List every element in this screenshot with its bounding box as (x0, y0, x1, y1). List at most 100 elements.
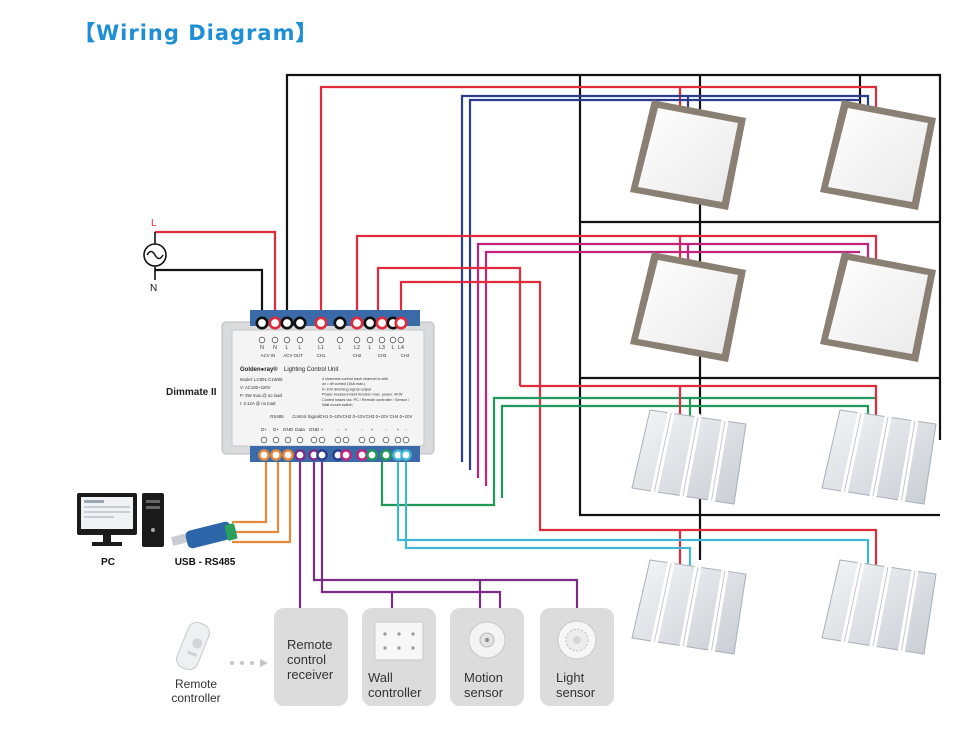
wire-purple-2 (312, 462, 579, 608)
bottom-terminal-label: D+ (273, 427, 279, 432)
bottom-terminal-label: GND (309, 427, 320, 432)
bottom-terminal-label: D+ (261, 427, 267, 432)
top-terminal-8 (363, 316, 377, 330)
feature-line: Wall mount switch (322, 403, 352, 407)
controller-spec-v: V: AC100~220V (240, 385, 271, 390)
wire-orange-1 (232, 462, 268, 524)
top-terminal-5 (314, 316, 328, 330)
light-label-1: Light (556, 670, 585, 685)
feature-line: 4 channels control each channel is with (322, 377, 388, 381)
receiver-label-3: receiver (287, 667, 334, 682)
controller-spec-i: I: 0.12A @ no load (240, 401, 276, 406)
controller-model: Model: LC801-C1W08 (240, 377, 283, 382)
bottom-terminal-label: - (361, 427, 363, 432)
wire-ch2-red (355, 234, 878, 322)
wall-label-1: Wall (368, 670, 393, 685)
wires-mains (155, 73, 942, 560)
flat-panel-light-1 (630, 100, 746, 210)
top-terminal-label: L3 (379, 345, 385, 351)
bottom-screw (342, 436, 350, 444)
top-terminal-9 (375, 316, 389, 330)
top-terminal-label: L (286, 345, 289, 351)
bottom-screw (318, 436, 326, 444)
top-terminal-label: L (339, 345, 342, 351)
usb-label: USB - RS485 (175, 557, 236, 568)
controller-spec-p: P: 8W max.@ no load (240, 393, 282, 398)
bottom-group-label: CH1 0~10V (320, 414, 343, 419)
feature-line: Control bases via: PC / Remote controlle… (322, 398, 410, 402)
bottom-screw (402, 436, 410, 444)
top-group-label: CH2 (353, 353, 362, 358)
remote-label-1: Remote (175, 677, 217, 691)
bottom-terminal-label: - (385, 427, 387, 432)
bottom-group-label: CH4 0~10V (390, 414, 413, 419)
wire-purple-3 (320, 462, 502, 608)
bottom-terminal-label: GND (283, 427, 294, 432)
input-device-light-sensor: Light sensor (540, 608, 614, 706)
bottom-terminal-8 (340, 449, 352, 461)
top-terminal-label: L (299, 345, 302, 351)
top-terminal-7 (350, 316, 364, 330)
top-screw (317, 336, 325, 344)
controller-name: Dimmate II (166, 387, 217, 398)
top-terminal-6 (333, 316, 347, 330)
bottom-terminal-label: - (337, 427, 339, 432)
bottom-terminal-10 (366, 449, 378, 461)
bottom-screw (284, 436, 292, 444)
page-title: 【Wiring Diagram】 (74, 21, 318, 45)
light-fixtures (630, 100, 937, 655)
label-neutral: N (150, 283, 157, 294)
top-terminal-label: L (392, 345, 395, 351)
wire-ch1-red (319, 85, 878, 322)
top-group-label: CH3 (378, 353, 387, 358)
pc-icon: PC (77, 493, 164, 568)
troffer-light-1 (631, 409, 747, 505)
bottom-screw (368, 436, 376, 444)
wire-magenta-3 (484, 250, 860, 486)
top-terminal-3 (280, 316, 294, 330)
bottom-terminals (258, 449, 412, 461)
top-screw (378, 336, 386, 344)
top-terminal-label: L1 (318, 345, 324, 351)
controller-features: 4 channels control each channel is witho… (322, 377, 410, 407)
top-terminals (255, 316, 408, 330)
arrow-icon (260, 659, 268, 667)
wire-source-l (155, 230, 277, 322)
troffer-light-4 (821, 559, 937, 655)
wall-label-2: controller (368, 685, 422, 700)
wire-navy-3 (468, 98, 860, 470)
input-device-wall-controller: Wall controller (362, 608, 436, 706)
wire-source-n (155, 268, 264, 322)
bottom-group-label: RS485 (270, 414, 284, 419)
feature-line: on / off control (16A max.) (322, 382, 366, 386)
motion-label-1: Motion (464, 670, 503, 685)
top-screw (366, 336, 374, 344)
top-screw (389, 336, 397, 344)
flat-panel-light-2 (820, 100, 936, 210)
top-terminal-1 (255, 316, 269, 330)
wire-orange-2 (232, 462, 280, 534)
receiver-label-1: Remote (287, 637, 333, 652)
bottom-terminal-9 (356, 449, 368, 461)
bottom-screw (382, 436, 390, 444)
motion-label-2: sensor (464, 685, 504, 700)
wire-neutral-bus (285, 73, 942, 440)
input-device-motion-sensor: Motion sensor (450, 608, 524, 706)
input-device-remote-receiver: Remote control receiver (274, 608, 348, 706)
flat-panel-light-3 (630, 252, 746, 362)
troffer-light-2 (821, 409, 937, 505)
top-screw (258, 336, 266, 344)
top-group-label: ACV IN (261, 353, 276, 358)
wall-plate-icon (374, 621, 424, 661)
bottom-group-label: CH3 0~10V (366, 414, 389, 419)
wire-green-2 (500, 404, 870, 498)
bottom-terminal-label: - (405, 427, 407, 432)
top-terminal-4 (293, 316, 307, 330)
remote-controller-icon: Remote controller (171, 621, 268, 705)
label-live: L (151, 218, 157, 229)
bottom-terminal-6 (316, 449, 328, 461)
bottom-terminal-4 (294, 449, 306, 461)
bottom-terminal-11 (380, 449, 392, 461)
